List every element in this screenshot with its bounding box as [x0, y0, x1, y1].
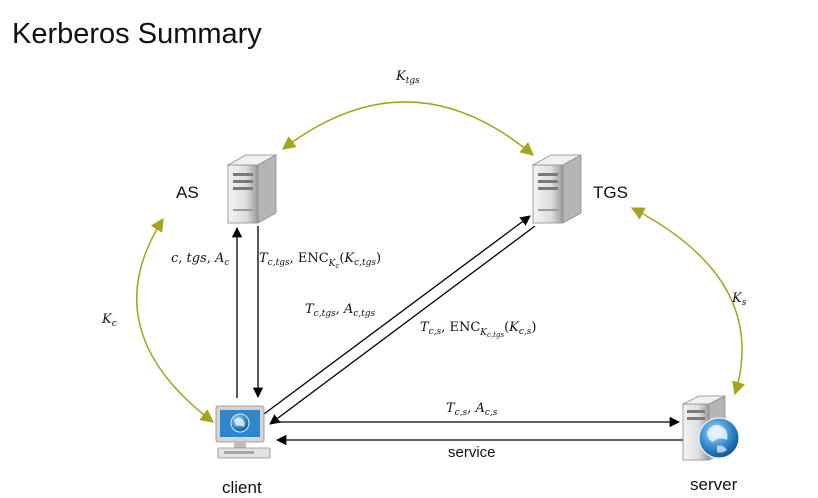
key-label-k-c: Kc	[101, 312, 117, 329]
page-title: Kerberos Summary	[12, 18, 262, 50]
message-as-to-client: Tc,tgs, ENCKc(Kc,tgs)	[259, 251, 381, 270]
message-client-to-server: Tc,s, Ac,s	[446, 401, 498, 418]
message-client-to-as: c, tgs, Ac	[171, 251, 229, 268]
server-label: server	[690, 475, 738, 494]
as-server-icon	[226, 154, 278, 224]
client-computer-icon	[215, 405, 271, 459]
key-arrow-as-tgs	[281, 101, 535, 156]
tgs-server-icon	[531, 154, 583, 224]
tgs-label: TGS	[593, 183, 628, 202]
as-label: AS	[176, 183, 199, 202]
arrow-tgs-to-client	[269, 225, 536, 425]
key-arrow-client-as	[136, 217, 215, 423]
message-server-to-client: service	[448, 444, 496, 461]
key-label-k-s: Ks	[731, 291, 747, 308]
arrow-client-to-tgs	[263, 215, 531, 415]
key-arrow-tgs-server	[630, 207, 746, 396]
message-client-to-tgs: Tc,tgs, Ac,tgs	[305, 302, 376, 319]
server-globe-icon	[682, 395, 740, 461]
message-tgs-to-client: Tc,s, ENCKc,tgs(Kc,s)	[420, 320, 536, 339]
client-label: client	[222, 478, 262, 497]
key-label-k-tgs: Ktgs	[395, 69, 420, 86]
